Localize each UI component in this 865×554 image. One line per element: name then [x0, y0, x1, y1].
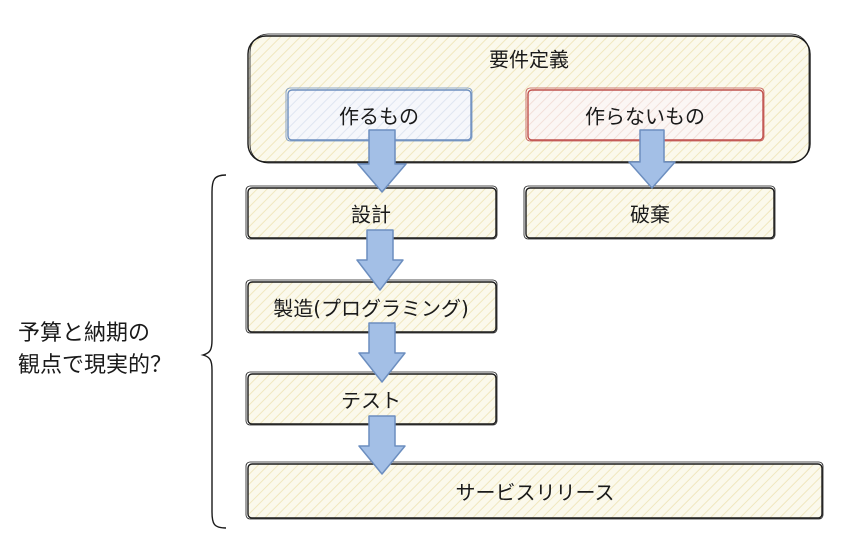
discard-label: 破棄	[630, 202, 670, 227]
arrow-make-to-design	[357, 129, 407, 193]
arrow-design-to-build	[356, 229, 404, 291]
requirements-title: 要件定義	[489, 47, 569, 72]
brace	[200, 174, 227, 529]
not-make-label: 作らないもの	[585, 104, 705, 129]
design-label: 設計	[351, 202, 391, 227]
release-box	[245, 461, 824, 520]
arrow-build-to-test	[358, 322, 406, 383]
release-label: サービスリリース	[455, 480, 615, 505]
arrow-test-to-release	[358, 415, 406, 475]
make-label: 作るもの	[339, 104, 419, 129]
side-note-line2: 観点で現実的？	[18, 353, 173, 378]
side-note: 予算と納期の 観点で現実的？	[18, 318, 172, 382]
side-note-line1: 予算と納期の	[18, 321, 151, 346]
arrow-not-make-to-discard	[628, 129, 676, 189]
build-label: 製造(プログラミング)	[273, 296, 469, 321]
design-box	[245, 185, 498, 240]
test-label: テスト	[341, 388, 401, 413]
